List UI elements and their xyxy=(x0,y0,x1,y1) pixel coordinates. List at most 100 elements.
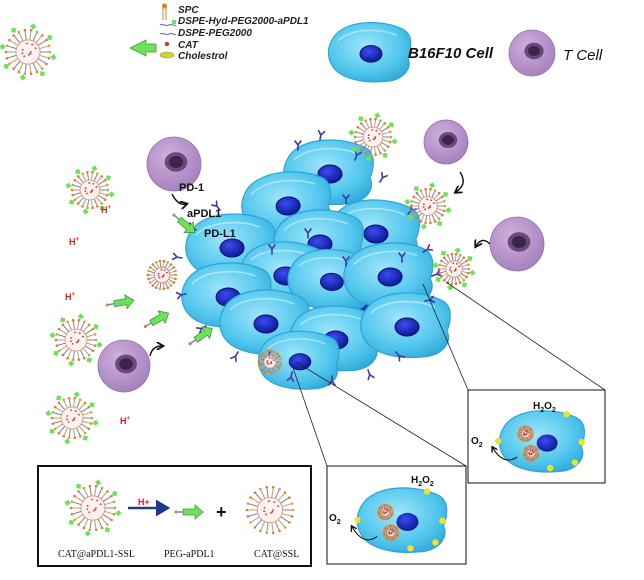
nanoparticle xyxy=(65,165,115,215)
antibody xyxy=(56,395,62,401)
nanoparticle xyxy=(257,349,283,375)
antibody xyxy=(467,255,473,262)
inset2-o2-label: O2 xyxy=(329,513,341,526)
antibody xyxy=(82,435,88,441)
antibody-layer xyxy=(105,213,213,346)
tumor-cell xyxy=(360,292,451,359)
apdl1-antibody xyxy=(143,310,170,328)
caption-peg-apdl1: PEG-aPDL1 xyxy=(164,549,215,560)
nanoparticle xyxy=(348,112,398,162)
h2o2-dot xyxy=(547,464,554,472)
t-cell xyxy=(146,136,202,192)
nanoparticle xyxy=(404,182,452,230)
o2-arrow xyxy=(493,448,518,461)
antibody xyxy=(374,112,381,119)
t-cell xyxy=(423,119,469,165)
receptor xyxy=(317,129,326,141)
h2o2-dot xyxy=(494,437,502,445)
antibody xyxy=(82,208,89,215)
antibody xyxy=(86,357,92,363)
antibody xyxy=(69,199,75,205)
antibody xyxy=(3,63,9,69)
cholesterol-icon xyxy=(159,51,175,59)
h2o2-dot xyxy=(423,488,431,495)
tumor-cell-cluster xyxy=(181,139,451,390)
antibody xyxy=(89,402,95,408)
spc-icon xyxy=(162,7,167,20)
antibody xyxy=(454,247,461,254)
caption-cat-ssl: CAT@SSL xyxy=(254,549,300,560)
antibody xyxy=(391,138,398,145)
antibody xyxy=(47,35,53,41)
tumor-cell xyxy=(327,22,412,83)
label-pd-l1: PD-L1 xyxy=(204,228,236,240)
receptor xyxy=(342,256,350,267)
antibody xyxy=(64,438,71,445)
antibody xyxy=(60,317,66,323)
h2o2-dot xyxy=(407,545,414,552)
antibody xyxy=(65,182,72,189)
inset-panel xyxy=(467,389,606,484)
receptor xyxy=(395,351,405,362)
antibody xyxy=(365,155,372,162)
antibody xyxy=(39,71,45,77)
h2o2-dot xyxy=(354,516,361,524)
h2o2-dot xyxy=(432,539,439,546)
h2o2-dot xyxy=(571,459,579,466)
h2o2-dot xyxy=(439,517,446,525)
callout-line xyxy=(422,283,469,391)
inset1-o2-label: O2 xyxy=(471,436,483,449)
receptor xyxy=(230,351,239,363)
arrow-tcell-right xyxy=(476,240,491,246)
inset-layer xyxy=(292,281,606,565)
receptor xyxy=(286,371,295,383)
antibody xyxy=(68,360,75,367)
inset2-h2o2-label: H2O2 xyxy=(411,475,434,488)
nucleus xyxy=(363,224,389,244)
antibody xyxy=(440,250,447,256)
antibody xyxy=(92,419,99,426)
nucleus xyxy=(359,45,383,63)
antibody xyxy=(91,165,98,172)
receptor xyxy=(211,200,221,211)
arrow-layer xyxy=(149,171,491,357)
caption-cat-apdl1-ssl: CAT@aPDL1-SSL xyxy=(58,549,135,560)
nanoparticle xyxy=(377,503,394,521)
callout-line xyxy=(292,367,328,467)
antibody xyxy=(11,27,17,33)
legend-label-t-cell: T Cell xyxy=(563,47,603,64)
nucleus xyxy=(288,353,312,371)
legend-label-b16f10-cell: B16F10 Cell xyxy=(408,45,494,62)
bottom-plus-sign: + xyxy=(216,502,227,522)
antibody xyxy=(358,116,364,122)
receptor xyxy=(304,228,312,239)
nucleus xyxy=(536,434,558,452)
antibody xyxy=(437,220,443,227)
nanoparticle xyxy=(517,425,534,442)
label-apdl1: aPDL1 xyxy=(187,208,222,220)
nanoparticle xyxy=(432,247,476,291)
legend-label-dspe-hyd-peg2000-apdl1: DSPE-Hyd-PEG2000-aPDL1 xyxy=(178,16,309,27)
tumor-cell xyxy=(257,330,340,390)
antibody xyxy=(104,527,110,533)
antibody xyxy=(0,43,6,50)
antibody xyxy=(53,350,59,356)
legend-label-spc: SPC xyxy=(178,5,199,16)
receptor xyxy=(175,291,187,300)
receptor xyxy=(367,369,375,381)
receptor xyxy=(379,171,388,183)
antibody xyxy=(407,215,414,221)
receptor xyxy=(398,252,406,263)
antibody xyxy=(45,410,52,417)
antibody xyxy=(435,276,441,283)
antibody xyxy=(49,428,55,434)
apdl1-antibody xyxy=(105,293,135,310)
dspe-peg-icon xyxy=(159,32,177,36)
legend-graphics xyxy=(129,3,556,83)
apdl1-antibody xyxy=(174,504,204,520)
h2o2-dot xyxy=(578,438,585,446)
peg-icon xyxy=(159,23,177,27)
antibody xyxy=(388,122,394,128)
nanoparticle xyxy=(522,445,540,462)
receptor xyxy=(294,140,302,151)
